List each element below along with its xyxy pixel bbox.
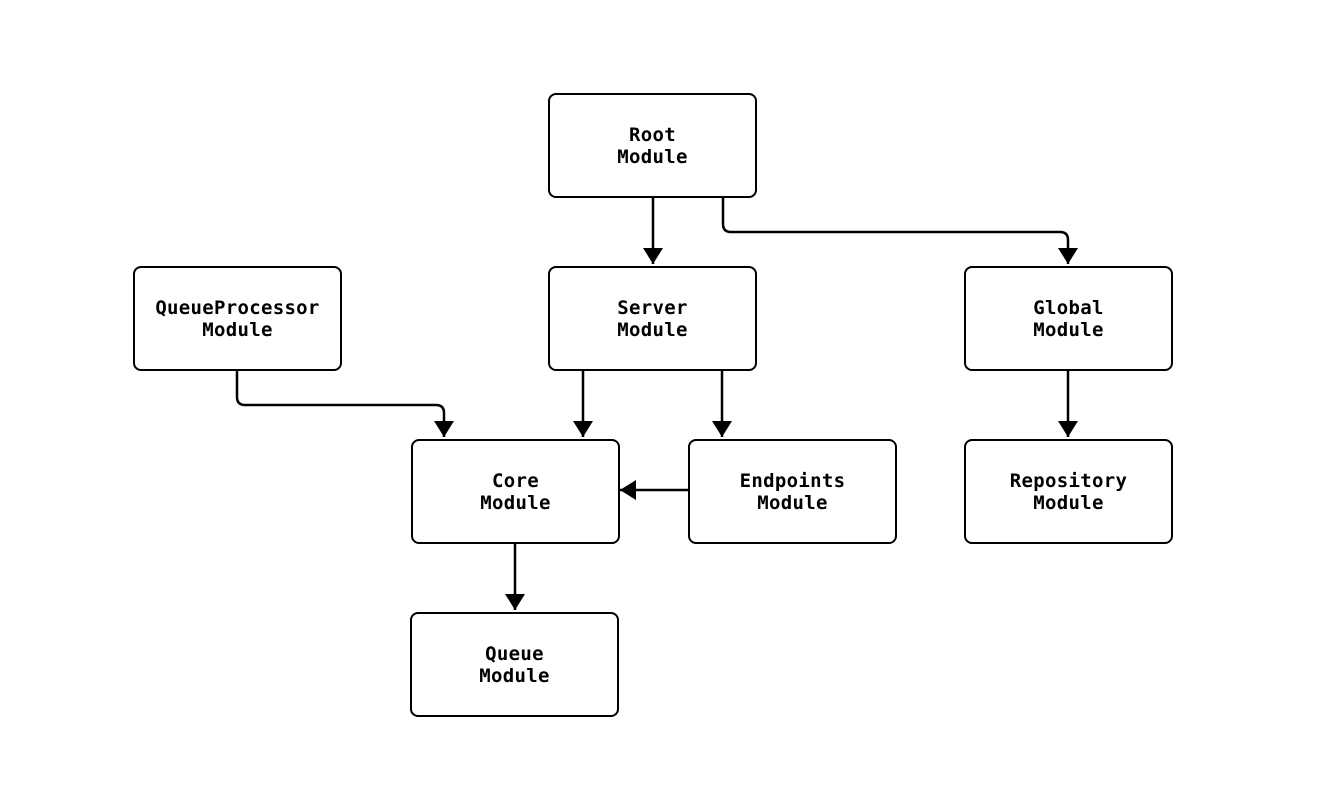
node-label: Server <box>617 296 688 319</box>
node-core-module: Core Module <box>411 439 620 544</box>
node-label: Module <box>202 318 273 341</box>
node-global-module: Global Module <box>964 266 1173 371</box>
node-label: Core <box>492 469 539 492</box>
node-root-module: Root Module <box>548 93 757 198</box>
node-label: Module <box>617 145 688 168</box>
node-repository-module: Repository Module <box>964 439 1173 544</box>
node-queueprocessor-module: QueueProcessor Module <box>133 266 342 371</box>
node-endpoints-module: Endpoints Module <box>688 439 897 544</box>
node-label: Module <box>1033 318 1104 341</box>
node-label: Module <box>617 318 688 341</box>
node-label: Module <box>757 491 828 514</box>
node-label: Queue <box>485 642 544 665</box>
node-label: Module <box>1033 491 1104 514</box>
node-label: Global <box>1033 296 1104 319</box>
node-label: Module <box>479 664 550 687</box>
node-label: Module <box>480 491 551 514</box>
node-label: QueueProcessor <box>155 296 320 319</box>
node-queue-module: Queue Module <box>410 612 619 717</box>
node-label: Repository <box>1009 469 1128 492</box>
node-server-module: Server Module <box>548 266 757 371</box>
node-label: Root <box>629 123 676 146</box>
edge-root-to-global <box>721 198 1078 264</box>
edge-queueprocessor-to-core <box>235 371 454 437</box>
node-label: Endpoints <box>739 469 846 492</box>
